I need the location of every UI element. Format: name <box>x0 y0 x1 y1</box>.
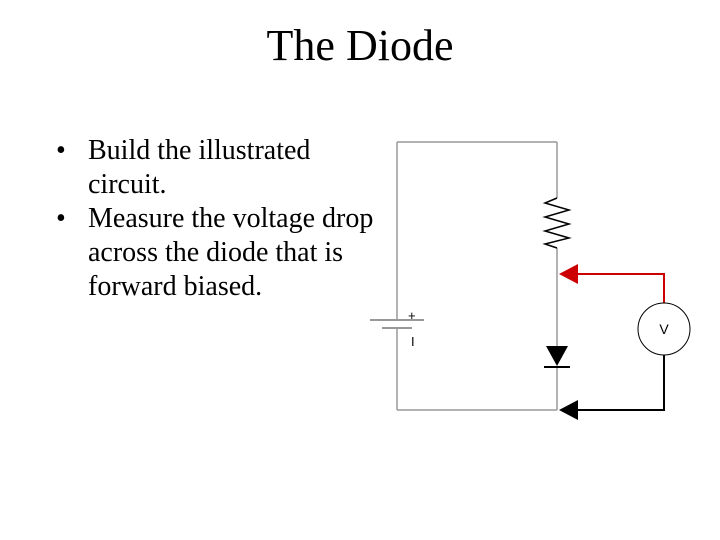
battery-plus-label: + <box>408 308 416 323</box>
diode-icon <box>544 346 570 368</box>
resistor-icon <box>542 197 572 249</box>
diode-triangle <box>546 346 568 366</box>
bullet-item-measure: • Measure the voltage drop across the di… <box>56 202 376 304</box>
bullet-list: • Build the illustrated circuit. • Measu… <box>56 134 376 304</box>
probe-negative-wire <box>575 355 665 411</box>
bullet-marker: • <box>56 203 66 234</box>
circuit-wires <box>396 141 558 411</box>
battery-minus-label: I <box>411 334 415 349</box>
voltmeter-label: V <box>659 321 669 337</box>
probe-positive <box>559 264 665 303</box>
probe-negative-arrow-icon <box>559 400 578 420</box>
probe-positive-wire <box>575 273 665 303</box>
probe-positive-arrow-icon <box>559 264 578 284</box>
bullet-text-build: Build the illustrated circuit. <box>88 135 311 200</box>
probe-negative <box>559 355 665 420</box>
bullet-text-measure: Measure the voltage drop across the diod… <box>88 203 374 302</box>
voltmeter-circle <box>637 302 691 356</box>
battery-icon <box>370 304 424 336</box>
voltmeter-icon <box>637 302 691 356</box>
slide-title: The Diode <box>266 21 454 70</box>
bullet-marker: • <box>56 135 66 166</box>
bullet-item-build: • Build the illustrated circuit. <box>56 134 376 202</box>
